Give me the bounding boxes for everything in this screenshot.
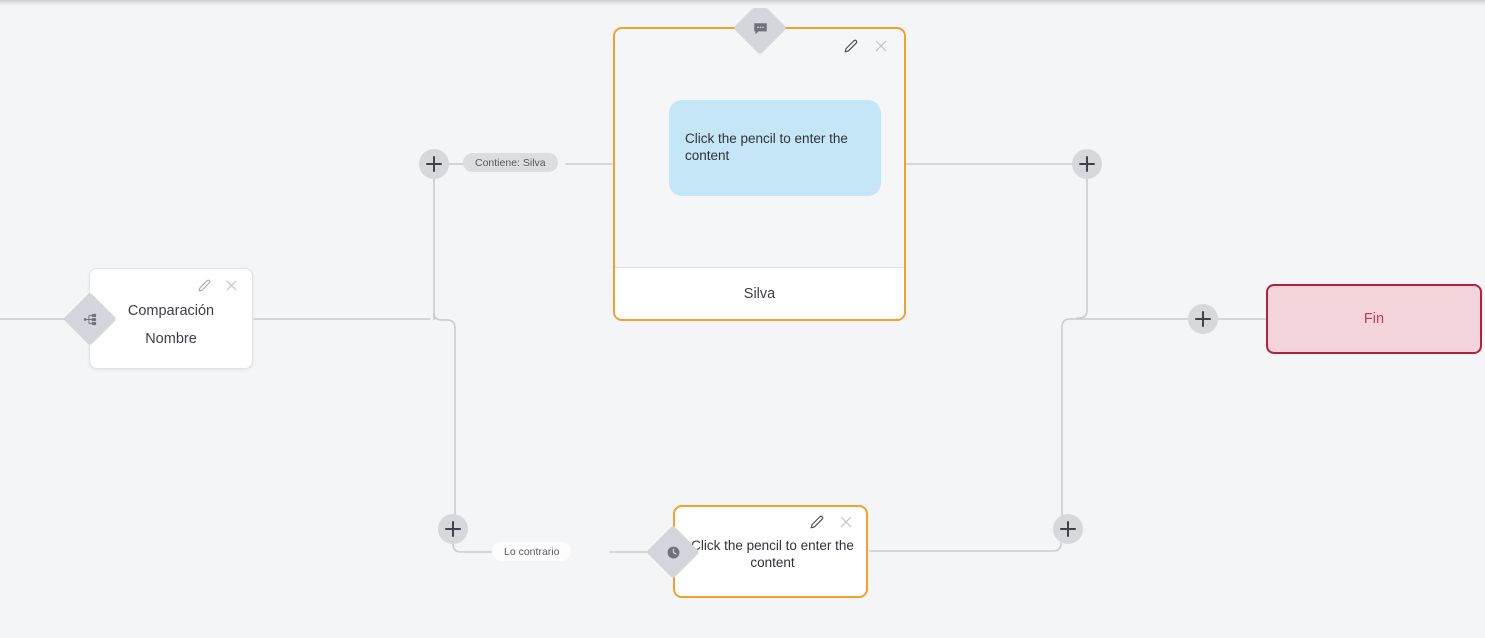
- clock-icon: [654, 533, 692, 571]
- edge-label-contains[interactable]: Contiene: Silva: [463, 153, 558, 172]
- node-message-main[interactable]: Click the pencil to enter the content Si…: [613, 27, 906, 321]
- edge-lowerplus-to-label: [452, 542, 493, 553]
- pencil-icon[interactable]: [198, 279, 211, 297]
- node-message-main-badge[interactable]: [733, 1, 787, 55]
- edge-label-otherwise-text: Lo contrario: [504, 545, 560, 558]
- node-message-alt[interactable]: Click the pencil to enter the content: [673, 505, 868, 598]
- node-comparison-actions: [198, 279, 238, 297]
- node-message-main-body: Click the pencil to enter the content: [615, 29, 904, 267]
- node-end-label: Fin: [1363, 311, 1385, 327]
- node-message-alt-actions: [810, 515, 853, 534]
- close-icon[interactable]: [839, 515, 853, 534]
- pencil-icon[interactable]: [844, 39, 858, 58]
- branch-icon: [71, 300, 109, 338]
- message-bubble-text: Click the pencil to enter the content: [685, 131, 848, 163]
- node-comparison-body: Comparación Nombre: [90, 269, 252, 368]
- message-bubble[interactable]: Click the pencil to enter the content: [669, 100, 881, 196]
- edge-smallnode-to-plusbottom: [869, 542, 1062, 552]
- node-comparison-subtitle: Nombre: [145, 330, 197, 347]
- node-message-main-footer-label: Silva: [743, 285, 776, 302]
- node-message-main-actions: [844, 39, 888, 58]
- node-comparison-title: Comparación: [127, 302, 215, 319]
- add-node-button-end[interactable]: [1188, 304, 1218, 334]
- edge-label-contains-text: Contiene: Silva: [475, 156, 546, 169]
- edge-plusright-down: [1076, 178, 1088, 319]
- node-message-alt-text: Click the pencil to enter the content: [691, 538, 854, 571]
- edge-label-otherwise[interactable]: Lo contrario: [492, 542, 572, 561]
- node-comparison[interactable]: Comparación Nombre: [89, 268, 253, 369]
- add-node-button-bottom-left[interactable]: [438, 514, 468, 544]
- pencil-icon[interactable]: [810, 515, 824, 534]
- edge-trunk-down: [433, 312, 456, 516]
- add-node-button-bottom-right[interactable]: [1053, 514, 1083, 544]
- node-comparison-badge[interactable]: [63, 292, 117, 346]
- close-icon[interactable]: [874, 39, 888, 58]
- add-node-button-top-right[interactable]: [1072, 149, 1102, 179]
- add-node-button-top-left[interactable]: [419, 149, 449, 179]
- node-message-main-footer: Silva: [615, 267, 904, 319]
- edge-merge-down: [1061, 318, 1071, 516]
- node-end[interactable]: Fin: [1266, 284, 1482, 354]
- close-icon[interactable]: [225, 279, 238, 297]
- node-message-alt-badge[interactable]: [646, 525, 700, 579]
- chat-bubble-icon: [741, 9, 779, 47]
